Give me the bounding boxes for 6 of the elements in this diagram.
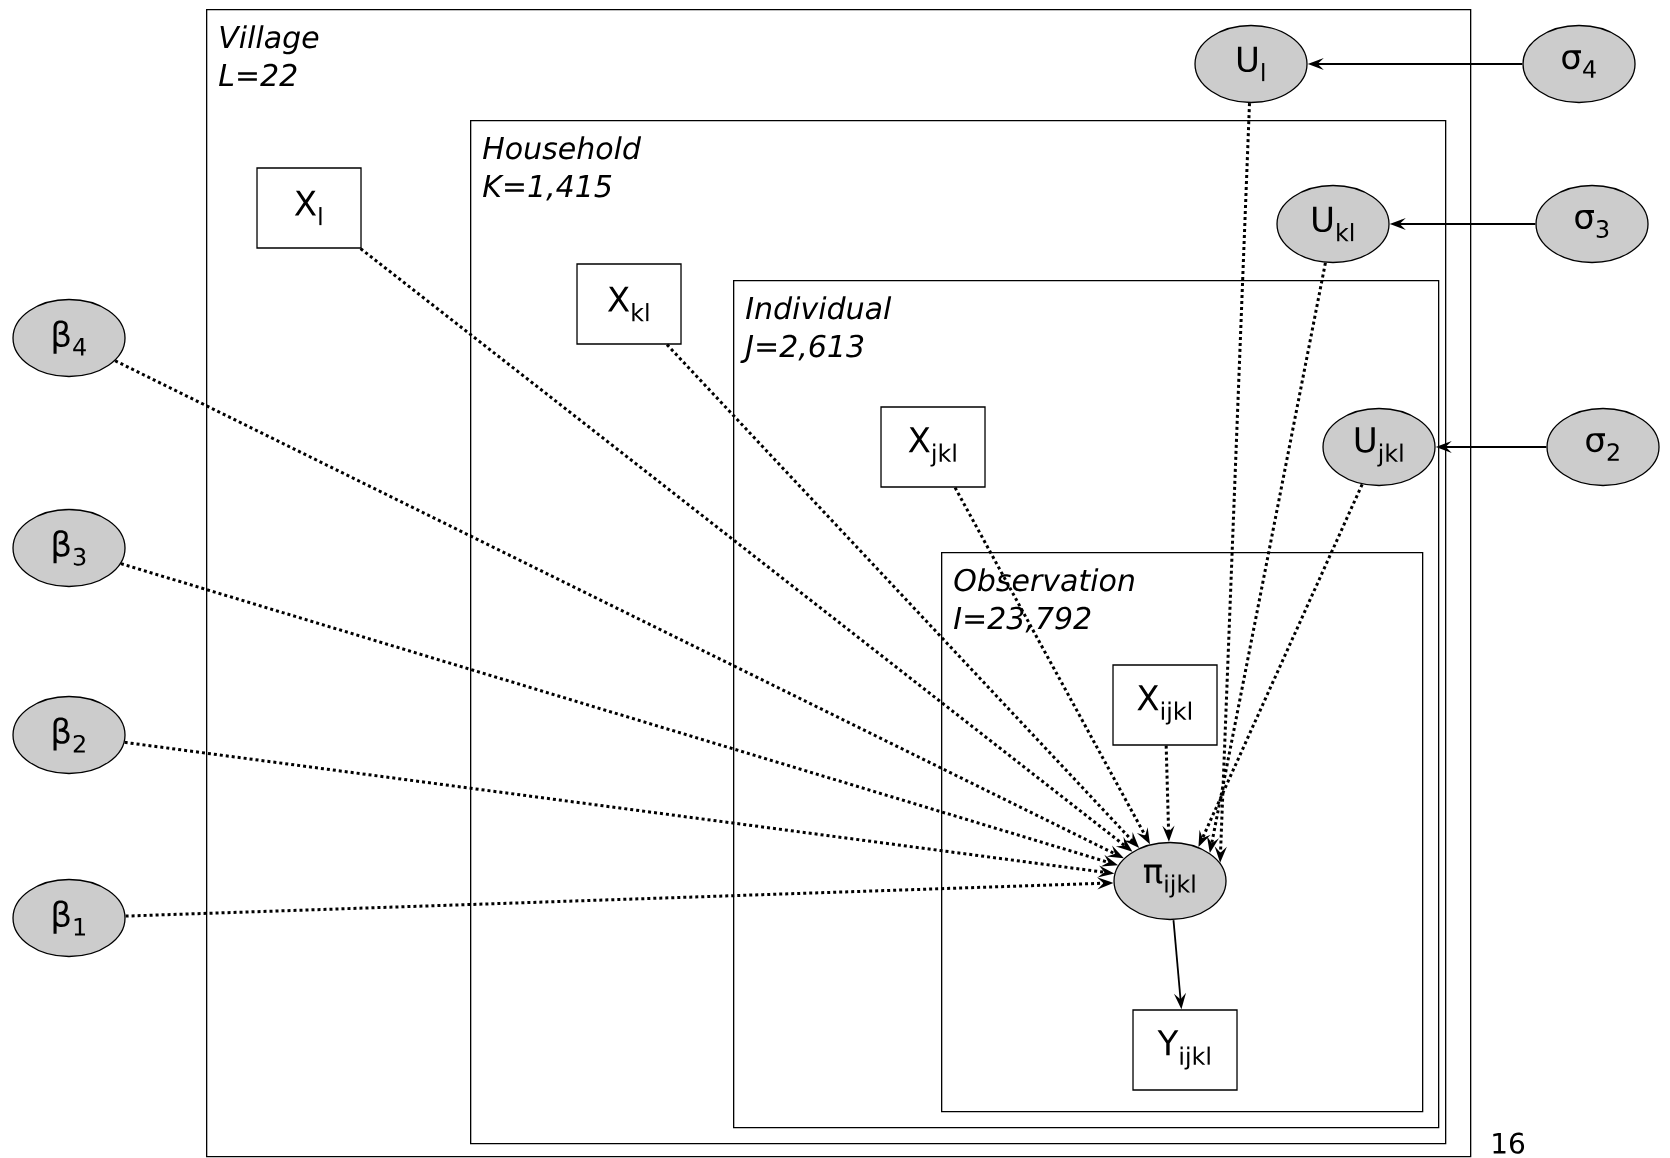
page-number: 16 — [1493, 1132, 1525, 1154]
variable-box: Y$_{ijkl}$ — [1132, 1009, 1238, 1091]
variable-box: X$_{kl}$ — [576, 263, 682, 345]
variable-box: X$_{jkl}$ — [880, 406, 986, 488]
variable-box: X$_{ijkl}$ — [1112, 664, 1218, 746]
variable-box: X$_{l}$ — [256, 167, 362, 249]
